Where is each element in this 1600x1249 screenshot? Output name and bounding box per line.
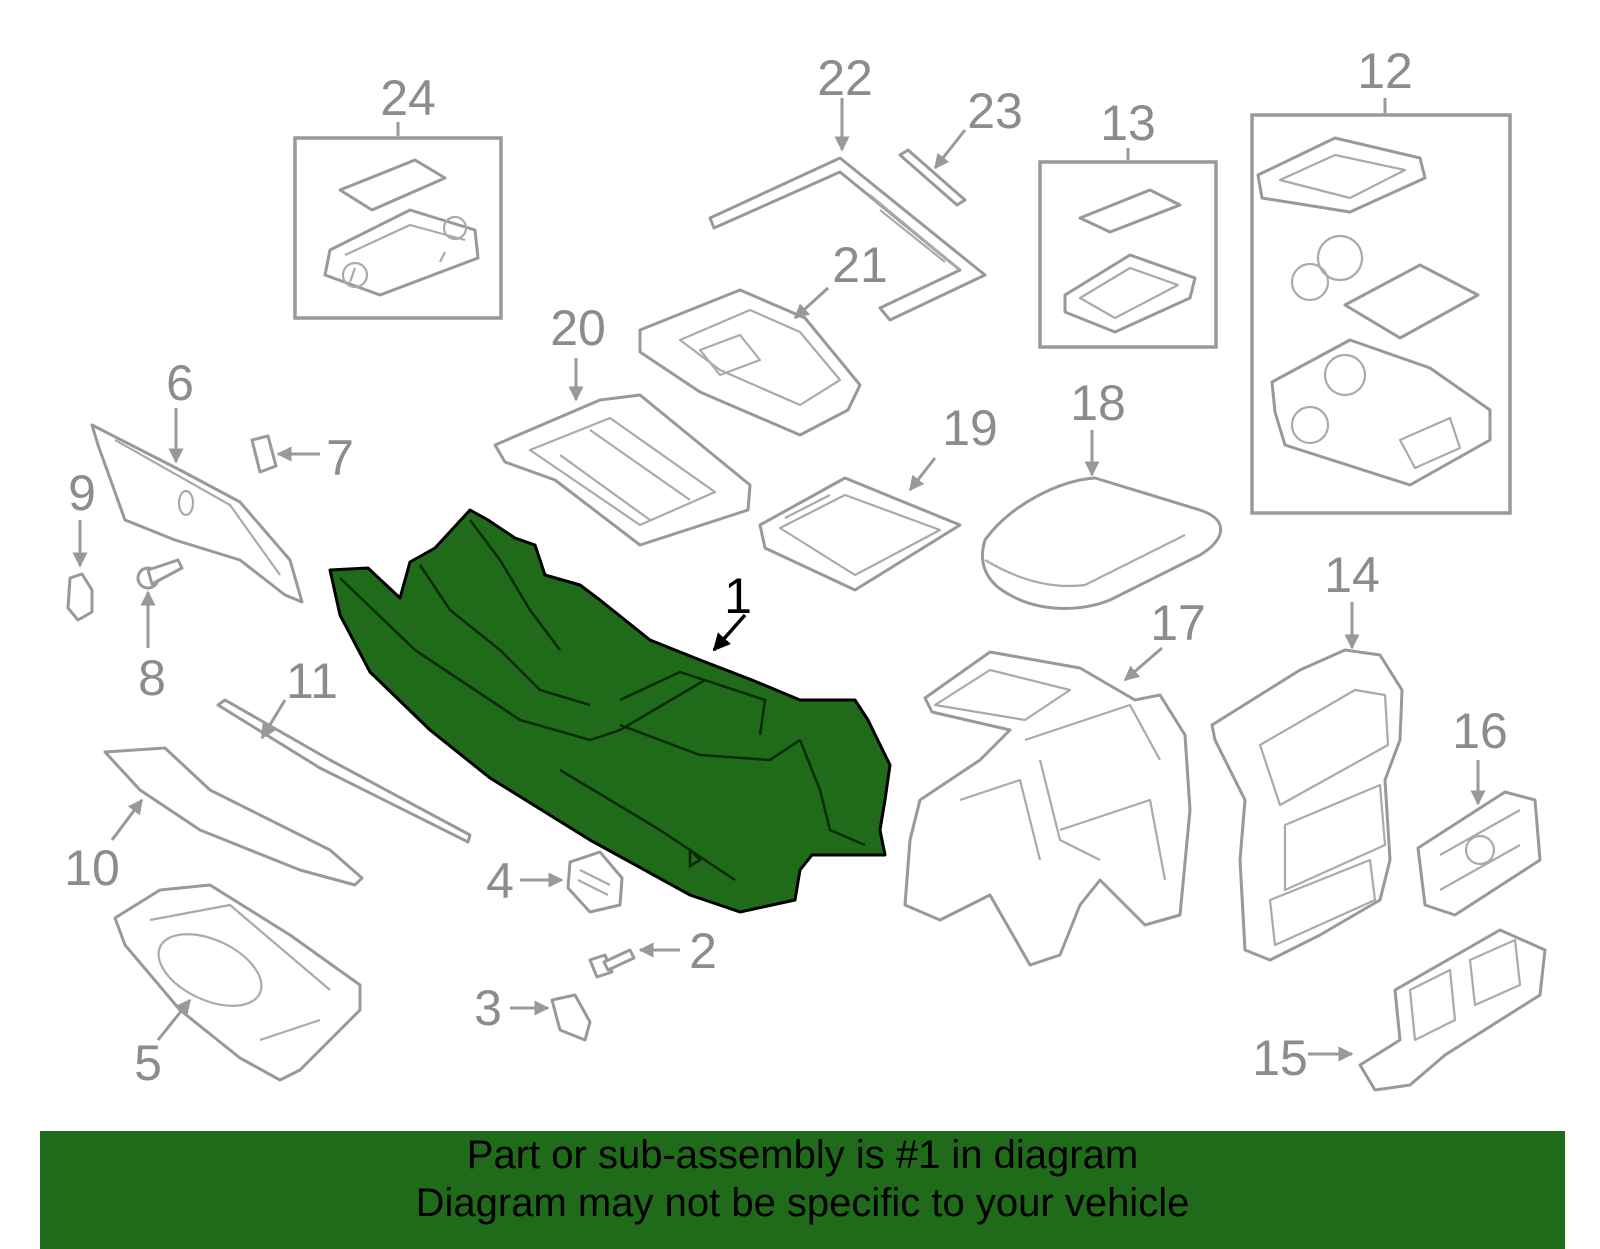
info-banner: Part or sub-assembly is #1 in diagram Di… <box>40 1131 1565 1249</box>
callout-13: 13 <box>1100 95 1156 151</box>
part-1-floor-console[interactable] <box>328 508 892 914</box>
part-17-console-support[interactable] <box>903 650 1192 967</box>
part-7-clip[interactable] <box>250 434 278 474</box>
part-20-console-frame[interactable] <box>493 393 752 547</box>
callout-15: 15 <box>1252 1030 1308 1086</box>
callout-21: 21 <box>832 237 888 293</box>
part-23-trim-strip[interactable] <box>898 148 967 207</box>
part-19-cover-panel[interactable] <box>758 476 962 592</box>
callout-7: 7 <box>326 430 354 486</box>
part-3-clip[interactable] <box>550 993 592 1042</box>
callout-11: 11 <box>286 653 338 709</box>
callout-12: 12 <box>1357 43 1413 99</box>
callout-18: 18 <box>1070 375 1126 431</box>
callout-20: 20 <box>550 300 606 356</box>
banner-line-2: Diagram may not be specific to your vehi… <box>415 1181 1190 1225</box>
part-8-screw[interactable] <box>136 558 184 590</box>
callout-10: 10 <box>64 840 120 896</box>
part-9-cover[interactable] <box>66 572 94 622</box>
callout-19: 19 <box>942 400 998 456</box>
part-13-storage-box[interactable] <box>1038 160 1218 349</box>
part-14-rear-panel[interactable] <box>1210 648 1404 962</box>
part-5-shifter-base[interactable] <box>113 883 362 1082</box>
callout-22: 22 <box>817 50 873 106</box>
callout-4: 4 <box>486 853 514 909</box>
part-18-armrest-lid[interactable] <box>980 476 1223 610</box>
part-2-bolt[interactable] <box>588 948 636 979</box>
part-21-shifter-bezel[interactable] <box>638 288 862 437</box>
callout-16: 16 <box>1452 703 1508 759</box>
callout-5: 5 <box>134 1035 162 1091</box>
callout-24: 24 <box>380 70 436 126</box>
callout-14: 14 <box>1324 547 1380 603</box>
part-11-trim-strip[interactable] <box>216 698 472 844</box>
callout-3: 3 <box>474 980 502 1036</box>
callout-9: 9 <box>68 465 96 521</box>
part-4-vent-cover[interactable] <box>566 850 624 914</box>
callout-17: 17 <box>1150 595 1206 651</box>
part-24-storage-tray[interactable] <box>293 136 503 320</box>
part-22-trim-bezel[interactable] <box>708 156 987 322</box>
part-16-usb-panel[interactable] <box>1416 790 1542 917</box>
banner-line-1: Part or sub-assembly is #1 in diagram <box>466 1133 1139 1177</box>
part-15-rear-vent[interactable] <box>1358 928 1547 1092</box>
part-10-side-trim[interactable] <box>103 746 364 887</box>
callout-8: 8 <box>138 650 166 706</box>
callout-23: 23 <box>967 83 1023 139</box>
callout-6: 6 <box>166 355 194 411</box>
part-6-side-trim-panel[interactable] <box>90 423 304 604</box>
callout-2: 2 <box>689 923 717 979</box>
callout-1: 1 <box>724 568 752 624</box>
part-12-cup-holder-assembly[interactable] <box>1250 113 1512 515</box>
